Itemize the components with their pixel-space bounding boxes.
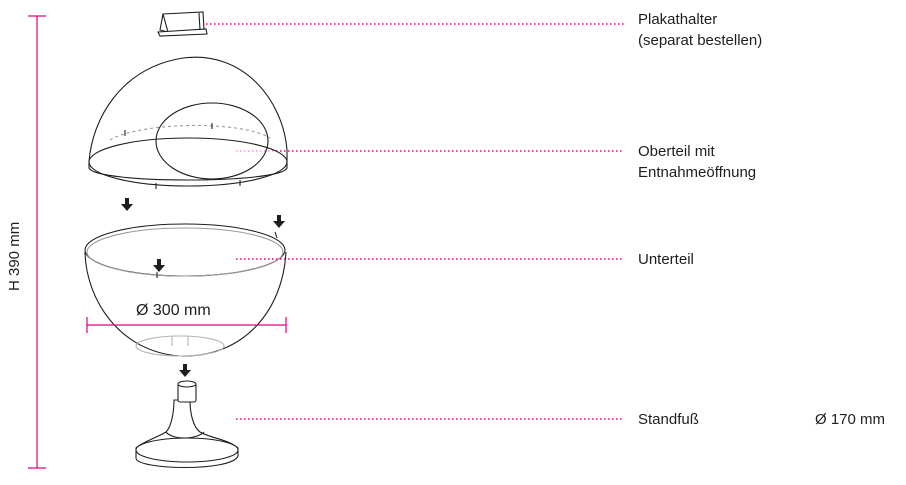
leader-lines (206, 23, 624, 420)
dome-top (88, 56, 288, 189)
arrows (121, 198, 285, 377)
label-stand-base-size-text: Ø 170 mm (815, 411, 886, 428)
diameter-dimension (86, 317, 287, 333)
label-card-holder-line1: Plakathalter (638, 11, 718, 28)
arrow-down-icon (273, 215, 285, 228)
label-stand-base-line1: Standfuß (638, 411, 699, 428)
arrow-down-icon (121, 198, 133, 211)
label-top-part-line2: Entnahmeöffnung (638, 164, 757, 181)
bowl-bottom (84, 223, 287, 357)
label-bottom-part: Unterteil (638, 249, 694, 270)
stand-base (135, 380, 239, 469)
label-top-part-line1: Oberteil mit (638, 143, 715, 160)
arrow-down-icon (179, 364, 191, 377)
card-holder (157, 11, 208, 37)
label-card-holder: Plakathalter (separat bestellen) (638, 9, 762, 51)
label-card-holder-line2: (separat bestellen) (638, 32, 763, 49)
height-label: H 390 mm (6, 221, 23, 291)
label-stand-base-size: Ø 170 mm (815, 409, 885, 430)
height-dimension (28, 15, 46, 469)
label-stand-base: Standfuß (638, 409, 699, 430)
label-bottom-part-line1: Unterteil (638, 251, 694, 268)
label-top-part: Oberteil mit Entnahmeöffnung (638, 141, 756, 183)
arrow-down-icon (153, 259, 165, 272)
diameter-label: Ø 300 mm (136, 302, 211, 319)
